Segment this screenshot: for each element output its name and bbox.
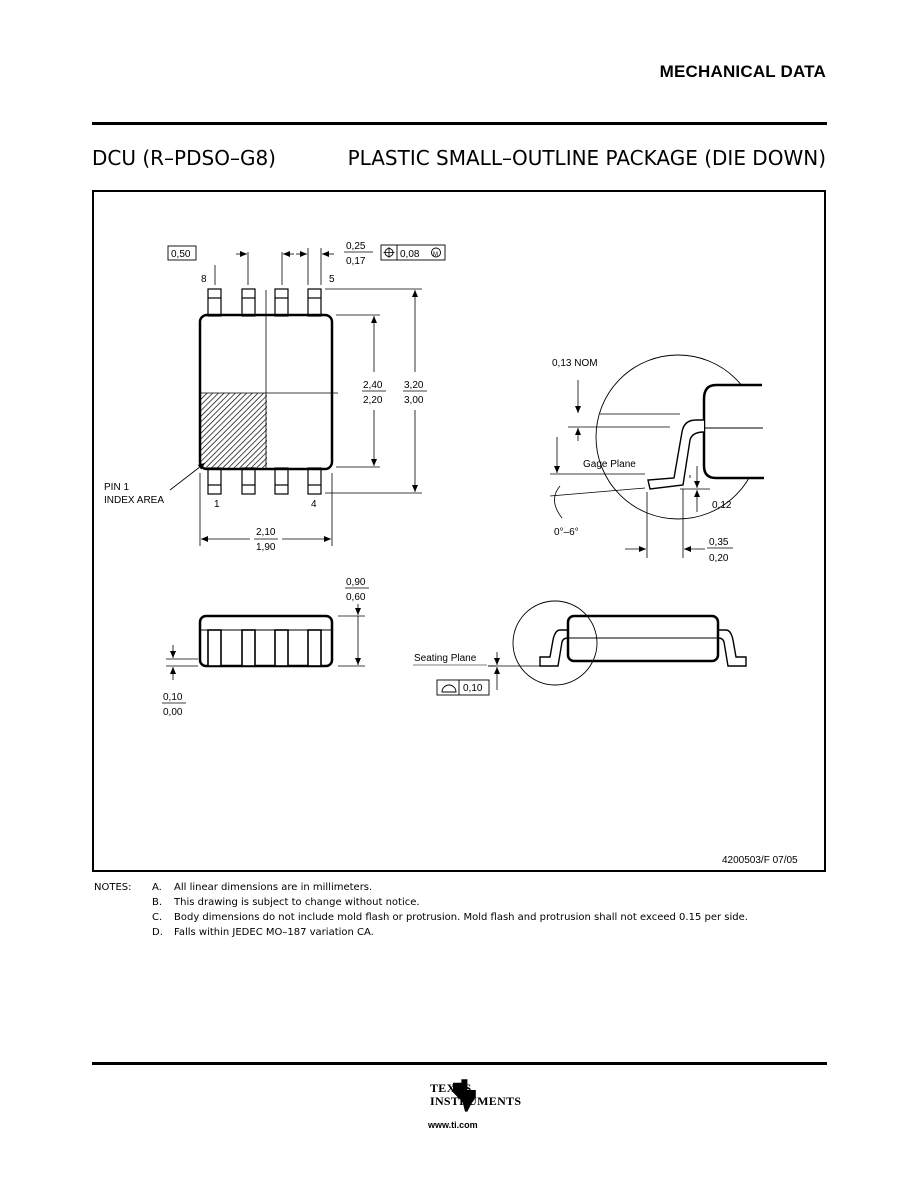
body-length-max: 2,40 [363,380,383,391]
detail-circle [512,600,598,686]
texas-instruments-logo-icon [453,1079,476,1112]
foot-length-min: 0,20 [709,553,729,564]
total-length-max: 3,20 [404,380,424,391]
pin-8-label: 8 [201,274,207,285]
standoff-min: 0,00 [163,707,183,718]
position-tolerance: 0,08 [400,249,420,260]
lead-5 [307,288,322,317]
note-a: A.All linear dimensions are in millimete… [152,882,373,893]
notes-label: NOTES: [94,882,132,893]
ti-brand-line1: TEXAS [430,1081,472,1095]
lead-width-max: 0,25 [346,241,366,252]
position-tolerance-box [380,244,446,261]
lead-3 [274,467,289,495]
lead-angle: 0°–6° [554,527,579,538]
foot-length-max: 0,35 [709,537,729,548]
side-view-package [198,614,334,668]
height-min: 0,60 [346,592,366,603]
package-title: PLASTIC SMALL–OUTLINE PACKAGE (DIE DOWN) [347,146,826,170]
pin1-index-label-line2: INDEX AREA [104,495,164,506]
bottom-rule [92,1062,827,1065]
ti-url[interactable]: www.ti.com [428,1120,478,1130]
package-id: DCU (R–PDSO–G8) [92,146,276,170]
note-d: D.Falls within JEDEC MO–187 variation CA… [152,927,374,938]
top-rule [92,122,827,125]
profile-symbol-icon [441,684,457,693]
note-c: C.Body dimensions do not include mold fl… [152,912,748,923]
end-view-package [512,600,747,686]
top-view-package [198,288,338,495]
section-header: MECHANICAL DATA [659,62,826,81]
pin1-index-area [201,393,267,468]
mmc-letter: M [433,252,438,258]
lead-6 [274,288,289,317]
gage-dimension: 0,12 [712,500,732,511]
seating-plane-label: Seating Plane [414,653,477,664]
pin-5-label: 5 [329,274,335,285]
ti-brand: TEXAS INSTRUMENTS [430,1082,521,1108]
mmc-symbol-icon [431,247,441,258]
pin1-index-label-line1: PIN 1 [104,482,129,493]
total-length-min: 3,00 [404,395,424,406]
drawing-number: 4200503/F 07/05 [722,855,798,866]
ti-brand-line2: INSTRUMENTS [430,1094,522,1108]
coplanarity-value: 0,10 [463,683,483,694]
gage-plane-label: Gage Plane [583,459,636,470]
drawing-frame [92,190,826,872]
lead-width-min: 0,17 [346,256,366,267]
detail-view [595,354,764,520]
body-width-max: 2,10 [256,527,276,538]
lead-4 [307,467,322,495]
pin-1-label: 1 [214,499,220,510]
lead-8 [207,288,222,317]
nom-dimension: 0,13 NOM [552,358,598,369]
standoff-max: 0,10 [163,692,183,703]
lead-7 [241,288,256,317]
lead-2 [241,467,256,495]
pitch-label: 0,50 [171,249,191,260]
body-width-min: 1,90 [256,542,276,553]
lead-1 [207,467,222,495]
note-b: B.This drawing is subject to change with… [152,897,420,908]
pitch-box [167,245,197,261]
coplanarity-box [436,679,490,696]
pin-4-label: 4 [311,499,317,510]
body-length-min: 2,20 [363,395,383,406]
height-max: 0,90 [346,577,366,588]
